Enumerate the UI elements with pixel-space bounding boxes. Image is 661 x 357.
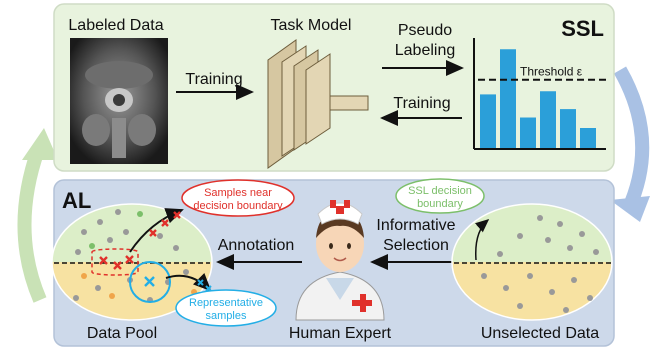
ssl-tag: SSL	[561, 16, 604, 41]
blue-cross-sample	[144, 276, 155, 287]
representative-circle	[129, 261, 171, 303]
cycle-arrow-right-head	[610, 196, 650, 222]
al-tag: AL	[62, 188, 91, 213]
ssl-boundary-line1: SSL decision	[408, 185, 472, 197]
human-expert-label: Human Expert	[289, 325, 392, 342]
samples-near-bubble	[181, 179, 295, 217]
task-model-icon	[267, 39, 369, 169]
ssl-boundary-line2: boundary	[417, 198, 463, 210]
histogram-bar	[500, 49, 516, 149]
data-pool-points	[73, 209, 197, 303]
representative-bubble	[175, 289, 277, 327]
confidence-histogram: Threshold ε	[473, 38, 606, 150]
histogram-bar	[480, 94, 496, 149]
informative-line2: Selection	[383, 237, 449, 254]
training-forward-label: Training	[185, 71, 242, 88]
pseudo-label-line2: Labeling	[395, 42, 456, 59]
samples-near-line1: Samples near	[204, 187, 272, 199]
task-model-label: Task Model	[271, 17, 352, 34]
informative-line1: Informative	[376, 217, 455, 234]
histogram-bar	[560, 109, 576, 149]
moving-blue-crosses	[197, 279, 212, 292]
cycle-arrow-left-head	[22, 128, 58, 160]
threshold-label: Threshold ε	[520, 65, 583, 79]
human-expert-icon	[295, 200, 385, 321]
ssl-boundary-pointer	[474, 219, 490, 261]
representative-line1: Representative	[189, 297, 263, 309]
boundary-sample-box	[91, 248, 139, 276]
histogram-bar	[580, 128, 596, 149]
arrow-to-near-samples	[129, 208, 184, 253]
histogram-bar	[520, 117, 536, 149]
data-pool-label: Data Pool	[87, 325, 157, 342]
ssl-boundary-bubble	[395, 178, 485, 214]
pseudo-label-line1: Pseudo	[398, 22, 452, 39]
samples-near-line2: decision boundary	[193, 200, 283, 212]
training-back-label: Training	[393, 95, 450, 112]
red-cross-samples	[99, 255, 134, 270]
representative-line2: samples	[206, 310, 247, 322]
labeled-data-label: Labeled Data	[68, 17, 163, 34]
moving-red-crosses	[149, 211, 181, 237]
cycle-arrow-left	[17, 147, 47, 303]
unselected-data-label: Unselected Data	[481, 325, 599, 342]
unselected-points	[481, 215, 599, 313]
mri-image	[70, 38, 168, 164]
histogram-bar	[540, 91, 556, 149]
unselected-data-ellipse	[451, 203, 613, 321]
cycle-arrow-right	[613, 66, 650, 213]
annotation-label: Annotation	[218, 237, 295, 254]
